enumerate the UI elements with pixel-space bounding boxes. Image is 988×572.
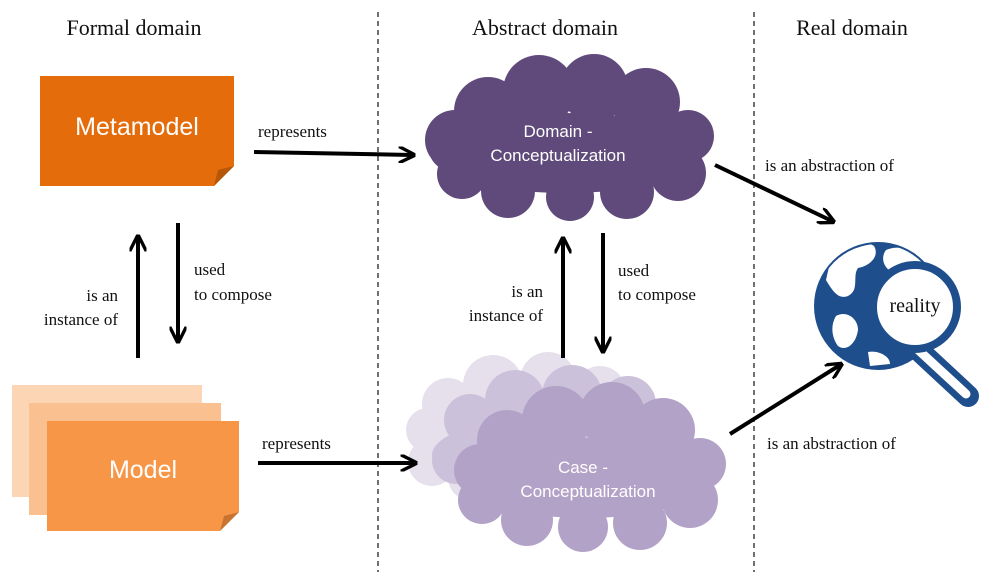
model-node: Model — [12, 385, 239, 531]
label-mid-instance-2: instance of — [469, 306, 543, 325]
metamodel-node: Metamodel — [40, 76, 234, 186]
label-mid-instance-1: is an — [511, 282, 543, 301]
reality-label: reality — [889, 295, 940, 317]
column-title-abstract: Abstract domain — [472, 15, 618, 40]
label-mid-compose-1: used — [618, 261, 650, 280]
label-mid-compose-2: to compose — [618, 285, 696, 304]
arrow-metamodel-represents — [253, 152, 412, 155]
domain-concept-label-line1: Domain - — [524, 122, 593, 141]
case-conceptualization-cloud: Case - Conceptualization — [406, 352, 726, 552]
label-represents-top: represents — [258, 122, 327, 141]
domain-conceptualization-cloud: Domain - Conceptualization — [425, 54, 714, 221]
arrow-case-abstraction — [728, 365, 840, 436]
model-label: Model — [109, 456, 177, 484]
label-left-instance-1: is an — [86, 286, 118, 305]
column-title-real: Real domain — [796, 15, 908, 40]
metamodel-label: Metamodel — [75, 113, 199, 141]
domain-concept-label-line2: Conceptualization — [490, 146, 625, 165]
label-left-instance-2: instance of — [44, 310, 118, 329]
reality-globe-icon: reality — [814, 242, 979, 407]
label-abstraction-bottom: is an abstraction of — [767, 434, 896, 453]
arrow-domain-abstraction — [714, 163, 832, 221]
case-cloud-front — [454, 382, 726, 552]
label-left-compose-2: to compose — [194, 285, 272, 304]
label-left-compose-1: used — [194, 260, 226, 279]
label-represents-bottom: represents — [262, 434, 331, 453]
case-concept-label-line2: Conceptualization — [520, 482, 655, 501]
label-abstraction-top: is an abstraction of — [765, 156, 894, 175]
column-title-formal: Formal domain — [66, 15, 201, 40]
case-concept-label-line1: Case - — [558, 458, 608, 477]
